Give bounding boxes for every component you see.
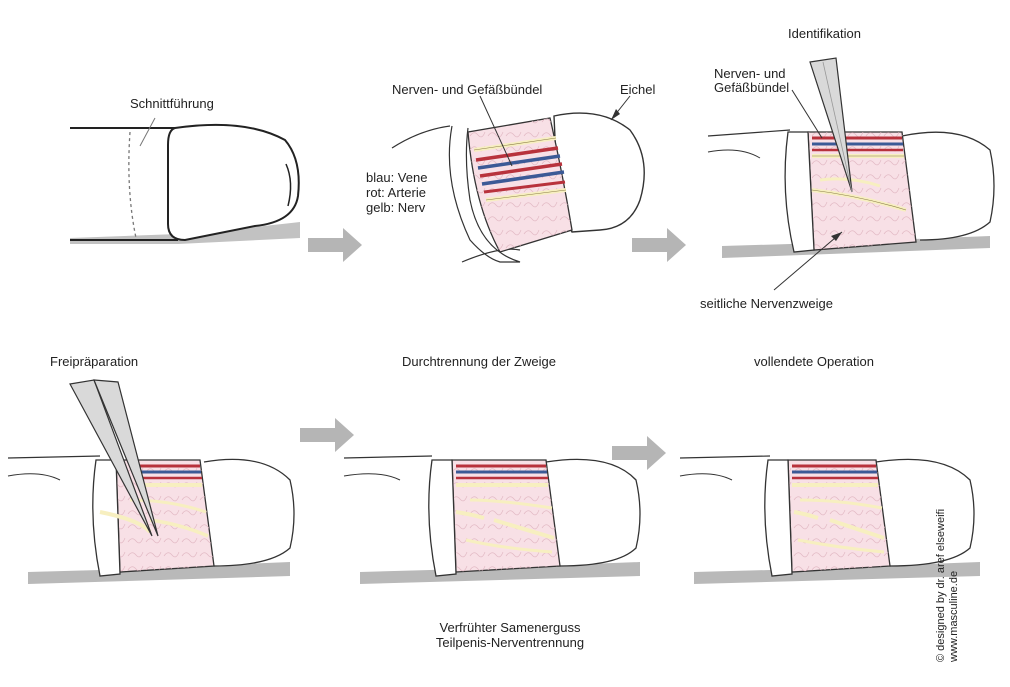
legend-artery: rot: Arterie <box>366 185 426 200</box>
arrow-right-icon <box>612 436 666 470</box>
label-nerve-vessel-bundle: Nerven- und Gefäßbündel <box>392 82 543 97</box>
forceps-icon <box>809 57 853 193</box>
shadow <box>28 562 290 584</box>
title-completed-operation: vollendete Operation <box>754 354 874 369</box>
color-legend: blau: Vene rot: Arterie gelb: Nerv <box>366 170 427 215</box>
title-division-of-branches: Durchtrennung der Zweige <box>402 354 556 369</box>
shadow <box>694 562 980 584</box>
forceps-icon <box>93 379 159 537</box>
panel-3-identification <box>707 57 995 291</box>
figure-caption: Verfrühter Samenerguss Teilpenis-Nervent… <box>320 620 700 650</box>
panel-4-dissection <box>7 379 295 584</box>
glans-outline <box>167 123 300 242</box>
credit-vertical: © designed by dr. aref elseweifi www.mas… <box>935 442 965 662</box>
credit-website: www.masculine.de <box>948 570 960 662</box>
arrow-right-icon <box>300 418 354 452</box>
branches-pointer-line <box>773 231 843 291</box>
panel-2-exposed-bundle <box>391 95 645 263</box>
label-glans: Eichel <box>620 82 656 97</box>
title-identification: Identifikation <box>788 26 861 41</box>
legend-vein: blau: Vene <box>366 170 428 185</box>
caption-line-2: Teilpenis-Nerventrennung <box>435 635 585 650</box>
credit-designer: © designed by dr. aref elseweifi <box>935 508 947 662</box>
arrow-right-icon <box>308 228 362 262</box>
shadow <box>70 222 300 244</box>
forceps-icon <box>69 379 153 537</box>
shadow <box>360 562 640 584</box>
legend-nerve: gelb: Nerv <box>366 200 426 215</box>
label-bundle-line1: Nerven- und <box>714 66 786 81</box>
label-bundle-line2: Gefäßbündel <box>714 80 790 95</box>
bundle-pointer-line <box>479 95 513 167</box>
pointer-line <box>139 117 156 147</box>
bundle-pointer-line <box>791 89 823 139</box>
label-incision: Schnittführung <box>130 96 214 111</box>
arrow-right-icon <box>632 228 686 262</box>
label-lateral-nerve-branches: seitliche Nervenzweige <box>700 296 833 311</box>
panel-6-completed <box>679 455 980 584</box>
incision-dashed-line <box>128 131 137 239</box>
caption-line-1: Verfrühter Samenerguss <box>439 620 581 635</box>
title-dissection: Freipräparation <box>50 354 139 369</box>
panel-1-incision-line <box>70 117 300 244</box>
panel-5-division <box>343 455 641 584</box>
